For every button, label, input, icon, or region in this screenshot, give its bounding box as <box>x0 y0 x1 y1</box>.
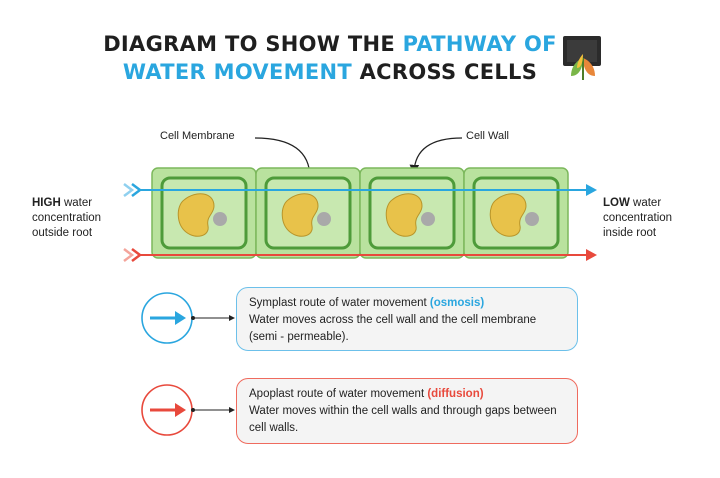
cell-wall-pointer <box>409 137 463 175</box>
cell-wall-label: Cell Wall <box>466 130 509 142</box>
title-line2-a: WATER MOVEMENT <box>122 60 352 84</box>
apoplast-title-a: Apoplast route of water movement <box>249 388 428 400</box>
red-legend-symbol <box>141 384 235 436</box>
low-rest: water <box>629 197 662 209</box>
cell-4 <box>463 167 569 259</box>
low-line3: inside root <box>603 227 657 239</box>
blue-arrow-icon <box>150 311 186 325</box>
title-line1-b: PATHWAY OF <box>402 32 557 56</box>
symplast-desc: Water moves across the cell wall and the… <box>249 314 537 343</box>
cell-3 <box>359 167 465 259</box>
symplast-title-b: (osmosis) <box>429 297 485 309</box>
title-line1-a: DIAGRAM TO SHOW THE <box>103 32 403 56</box>
low-label: LOW <box>603 197 630 209</box>
cell-2 <box>255 167 361 259</box>
cell-membrane-label: Cell Membrane <box>160 130 235 142</box>
apoplast-desc: Water moves within the cell walls and th… <box>249 405 557 434</box>
diagram-title: DIAGRAM TO SHOW THE PATHWAY OF WATER MOV… <box>90 30 570 86</box>
low-line2: concentration <box>603 212 673 224</box>
apoplast-arrow <box>123 248 597 262</box>
symplast-arrow <box>123 183 597 197</box>
nucleus-icon <box>177 193 215 237</box>
symplast-legend-box: Symplast route of water movement (osmosi… <box>236 287 578 351</box>
nucleus-icon <box>385 193 423 237</box>
red-arrow-icon <box>150 403 186 417</box>
symplast-title-a: Symplast route of water movement <box>249 297 430 309</box>
vacuole-icon <box>317 212 331 226</box>
apoplast-legend-box: Apoplast route of water movement (diffus… <box>236 378 578 444</box>
title-line2-b: ACROSS CELLS <box>351 60 538 84</box>
high-label: HIGH <box>32 197 61 209</box>
nucleus-icon <box>281 193 319 237</box>
vacuole-icon <box>421 212 435 226</box>
cell-1 <box>151 167 257 259</box>
vacuole-icon <box>525 212 539 226</box>
blue-legend-symbol <box>141 292 235 344</box>
high-concentration-text: HIGH water concentration outside root <box>32 196 101 241</box>
high-line2: concentration <box>32 212 102 224</box>
logo-icon <box>563 36 601 80</box>
apoplast-title-b: (diffusion) <box>427 388 484 400</box>
high-rest: water <box>60 197 93 209</box>
low-concentration-text: LOW water concentration inside root <box>603 196 672 241</box>
vacuole-icon <box>213 212 227 226</box>
high-line3: outside root <box>32 227 93 239</box>
nucleus-icon <box>489 193 527 237</box>
